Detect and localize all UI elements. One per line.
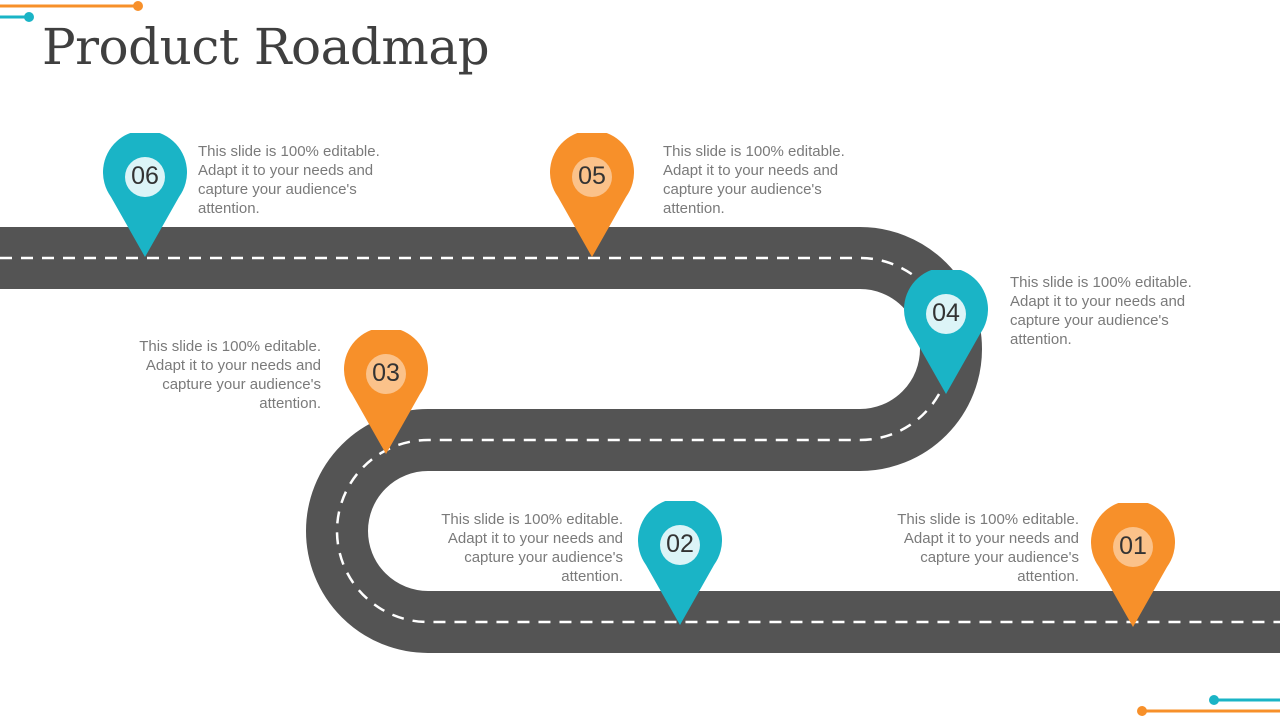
milestone-number: 04 — [932, 299, 960, 327]
milestone-03-text: This slide is 100% editable. Adapt it to… — [139, 338, 321, 412]
milestone-05-text: This slide is 100% editable. Adapt it to… — [663, 143, 845, 217]
milestone-number: 05 — [578, 162, 606, 190]
milestone-05-pin: 05 — [550, 133, 634, 257]
milestone-04-pin: 04 — [904, 270, 988, 394]
milestone-number: 02 — [666, 530, 694, 558]
milestone-01-text: This slide is 100% editable. Adapt it to… — [897, 511, 1079, 585]
pin-marker — [344, 330, 428, 454]
milestone-01-pin: 01 — [1091, 503, 1175, 627]
milestone-number: 01 — [1119, 532, 1147, 560]
milestone-number: 06 — [131, 162, 159, 190]
milestone-02-text: This slide is 100% editable. Adapt it to… — [441, 511, 623, 585]
pin-marker — [550, 133, 634, 257]
milestone-06-text: This slide is 100% editable. Adapt it to… — [198, 143, 380, 217]
pin-marker — [1091, 503, 1175, 627]
pin-marker — [904, 270, 988, 394]
pin-marker — [638, 501, 722, 625]
milestone-06-pin: 06 — [103, 133, 187, 257]
pin-marker — [103, 133, 187, 257]
milestone-number: 03 — [372, 359, 400, 387]
milestone-04-text: This slide is 100% editable. Adapt it to… — [1010, 274, 1192, 348]
milestone-03-pin: 03 — [344, 330, 428, 454]
milestone-02-pin: 02 — [638, 501, 722, 625]
page-title: Product Roadmap — [42, 18, 490, 76]
